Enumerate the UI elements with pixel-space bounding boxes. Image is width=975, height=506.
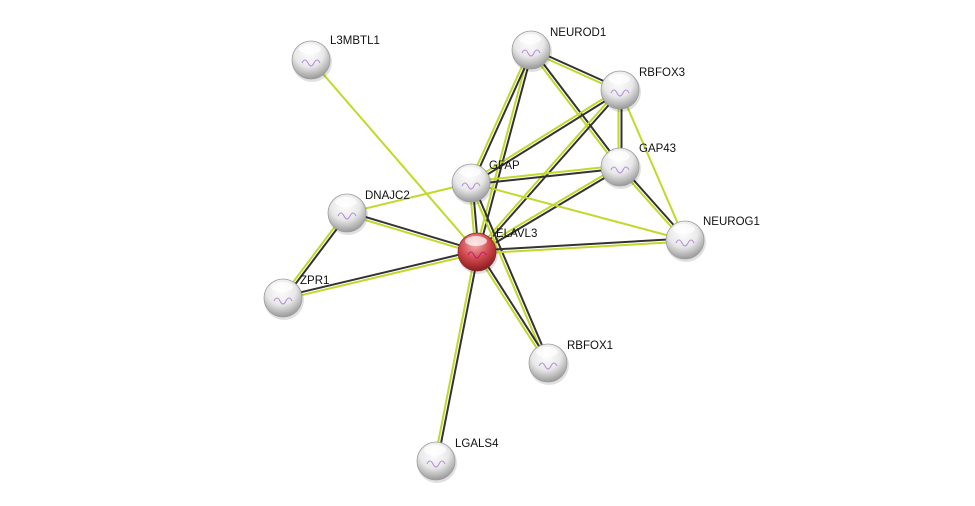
node-elavl3[interactable]: ELAVL3 xyxy=(457,228,537,274)
node-label: RBFOX3 xyxy=(639,67,685,79)
edge-gfap-rbfox1-coexpression[interactable] xyxy=(471,182,551,363)
protein-structure-icon xyxy=(426,460,446,468)
node-highlight xyxy=(335,197,357,207)
edge-elavl3-lgals4-textmining[interactable] xyxy=(433,251,477,461)
node-highlight xyxy=(519,34,541,44)
edge-zpr1-elavl3-textmining[interactable] xyxy=(283,252,478,301)
node-rbfox3[interactable]: RBFOX3 xyxy=(600,67,685,112)
edge-dnajc2-elavl3-textmining[interactable] xyxy=(346,213,477,255)
node-label: LGALS4 xyxy=(455,438,499,450)
edge-rbfox3-gfap-textmining[interactable] xyxy=(469,87,620,183)
edge-gap43-elavl3-textmining[interactable] xyxy=(475,164,620,252)
edge-elavl3-lgals4-coexpression[interactable] xyxy=(436,252,480,462)
node-gap43[interactable]: GAP43 xyxy=(600,143,676,189)
edge-gfap-rbfox1-textmining[interactable] xyxy=(468,183,548,364)
protein-structure-icon xyxy=(675,239,695,247)
edge-gap43-elavl3-coexpression[interactable] xyxy=(477,167,622,255)
node-lgals4[interactable]: LGALS4 xyxy=(416,438,499,483)
node-neurog1[interactable]: NEUROG1 xyxy=(665,216,760,262)
node-label: ELAVL3 xyxy=(496,228,537,240)
node-label: NEUROG1 xyxy=(703,216,760,228)
node-label: DNAJC2 xyxy=(365,190,410,202)
node-highlight xyxy=(465,236,487,246)
edge-gfap-neurog1-textmining[interactable] xyxy=(470,182,686,241)
edge-neurod1-gap43-coexpression[interactable] xyxy=(531,48,622,167)
edge-gap43-gfap-textmining[interactable] xyxy=(470,164,620,183)
edge-neurod1-gfap-textmining[interactable] xyxy=(468,48,531,183)
edge-gap43-gfap-coexpression[interactable] xyxy=(471,167,621,186)
node-label: NEUROD1 xyxy=(550,27,606,39)
node-highlight xyxy=(673,224,695,234)
node-highlight xyxy=(536,347,558,357)
node-gfap[interactable]: GFAP xyxy=(451,160,520,205)
edge-elavl3-neurog1-textmining[interactable] xyxy=(477,240,686,255)
edge-elavl3-rbfox1-coexpression[interactable] xyxy=(477,250,551,363)
node-label: GFAP xyxy=(489,160,520,172)
edge-rbfox3-elavl3-textmining[interactable] xyxy=(475,88,620,252)
node-label: ZPR1 xyxy=(300,275,329,287)
protein-structure-icon xyxy=(538,362,558,370)
node-zpr1[interactable]: ZPR1 xyxy=(263,275,329,320)
edge-neurod1-gap43-textmining[interactable] xyxy=(529,50,620,169)
protein-structure-icon xyxy=(273,297,293,305)
node-label: GAP43 xyxy=(639,143,676,155)
node-rbfox1[interactable]: RBFOX1 xyxy=(528,340,613,385)
edge-elavl3-rbfox1-textmining[interactable] xyxy=(474,252,548,365)
node-highlight xyxy=(608,151,630,161)
edge-gfap-dnajc2-textmining[interactable] xyxy=(346,182,472,214)
node-label: RBFOX1 xyxy=(567,340,613,352)
edge-rbfox3-neurog1-textmining[interactable] xyxy=(619,89,686,241)
edge-rbfox3-gfap-coexpression[interactable] xyxy=(471,90,622,186)
edge-elavl3-neurog1-coexpression[interactable] xyxy=(476,237,685,252)
node-l3mbtl1[interactable]: L3MBTL1 xyxy=(291,35,380,82)
edge-dnajc2-elavl3-coexpression[interactable] xyxy=(347,210,478,252)
edge-zpr1-elavl3-coexpression[interactable] xyxy=(282,249,477,298)
edge-rbfox3-elavl3-coexpression[interactable] xyxy=(477,90,622,254)
edge-neurod1-gfap-coexpression[interactable] xyxy=(471,50,534,185)
node-highlight xyxy=(459,167,481,177)
node-highlight xyxy=(608,74,630,84)
node-highlight xyxy=(271,282,293,292)
node-dnajc2[interactable]: DNAJC2 xyxy=(327,190,410,235)
protein-structure-icon xyxy=(610,166,630,174)
protein-structure-icon xyxy=(610,89,630,97)
node-highlight xyxy=(299,44,321,54)
edge-l3mbtl1-elavl3-textmining[interactable] xyxy=(310,59,478,253)
protein-structure-icon xyxy=(467,251,487,259)
node-neurod1[interactable]: NEUROD1 xyxy=(511,27,606,72)
protein-structure-icon xyxy=(337,212,357,220)
protein-structure-icon xyxy=(301,59,321,67)
node-label: L3MBTL1 xyxy=(330,35,380,47)
protein-structure-icon xyxy=(461,182,481,190)
node-highlight xyxy=(424,445,446,455)
protein-structure-icon xyxy=(521,49,541,57)
